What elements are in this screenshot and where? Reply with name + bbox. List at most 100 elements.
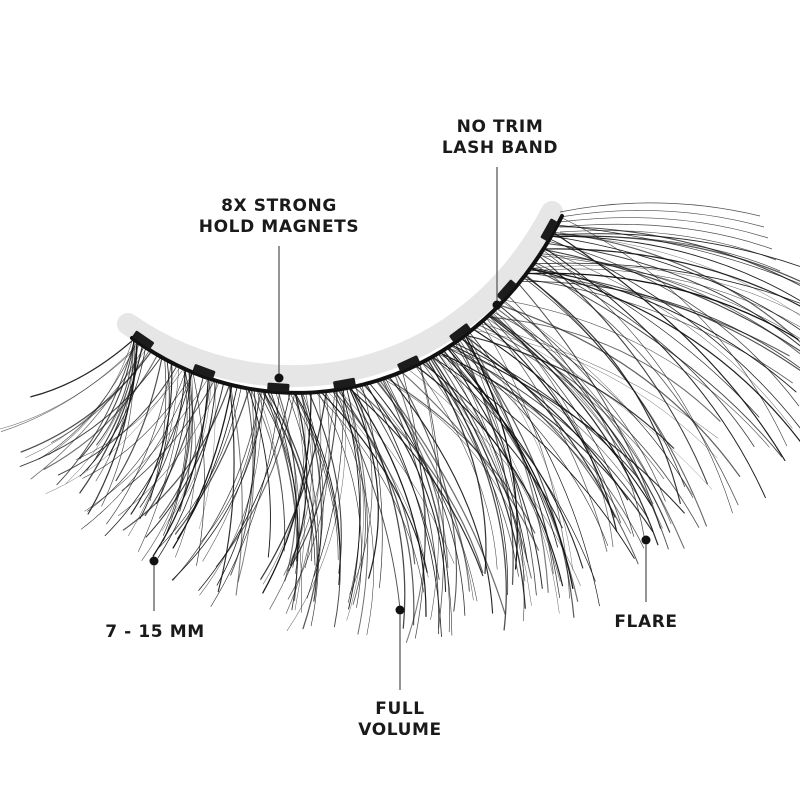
lash-hair bbox=[87, 341, 138, 515]
lash-hair bbox=[262, 392, 306, 585]
lash-hair bbox=[452, 344, 609, 546]
lash-hair bbox=[547, 240, 800, 407]
dot-volume bbox=[395, 605, 405, 615]
lash-hair bbox=[530, 267, 797, 393]
lash-hair bbox=[414, 364, 564, 587]
leader-length bbox=[149, 556, 159, 611]
lash-hair bbox=[517, 283, 661, 529]
lash-hair bbox=[248, 388, 271, 558]
label-flare: FLARE bbox=[614, 612, 678, 632]
lash-hair bbox=[468, 331, 600, 607]
lash-hair bbox=[149, 358, 167, 502]
label-magnets-line1: 8X STRONG bbox=[221, 196, 337, 216]
lash-hair bbox=[144, 375, 204, 517]
leader-flare bbox=[641, 535, 651, 602]
lash-hair bbox=[523, 277, 686, 488]
lash-hair bbox=[285, 391, 322, 614]
magnet bbox=[496, 279, 517, 301]
lash-hair bbox=[463, 335, 616, 518]
lash-hair bbox=[82, 372, 194, 479]
lash-hair bbox=[439, 351, 584, 569]
lash-hair bbox=[43, 354, 159, 470]
lash-hair bbox=[485, 317, 608, 552]
lash-hair bbox=[480, 321, 570, 599]
lash-hair bbox=[474, 326, 665, 479]
lash-hair bbox=[300, 392, 314, 569]
lash-hair bbox=[199, 390, 262, 596]
lash-hair bbox=[524, 275, 681, 504]
lash-hair bbox=[335, 389, 366, 605]
lash-hair bbox=[84, 377, 209, 512]
lash-hair bbox=[260, 390, 328, 580]
label-strong-magnets: 8X STRONG HOLD MAGNETS bbox=[168, 196, 390, 238]
lash-hair bbox=[289, 392, 339, 560]
lash-hair bbox=[20, 350, 153, 453]
lash-hair bbox=[534, 261, 755, 447]
lash-hair bbox=[86, 345, 144, 471]
lash-hair bbox=[283, 392, 313, 576]
lash-hair bbox=[385, 377, 536, 534]
leader-magnets bbox=[274, 246, 284, 383]
lash-hair bbox=[342, 388, 364, 621]
lash-hair bbox=[414, 365, 498, 570]
lash-hair bbox=[492, 311, 694, 498]
lash-hair bbox=[230, 387, 254, 576]
lash-hair bbox=[369, 382, 478, 602]
leader-no-trim bbox=[492, 167, 502, 310]
lash-hair bbox=[552, 231, 800, 343]
lash-hair bbox=[267, 391, 302, 613]
lash-hair bbox=[555, 226, 800, 287]
lash-hair bbox=[174, 388, 250, 535]
magnet bbox=[540, 218, 558, 241]
lash-hair bbox=[538, 255, 800, 339]
lash-hair bbox=[539, 254, 760, 418]
lash-hair bbox=[525, 272, 799, 340]
lash-hair bbox=[350, 386, 406, 629]
lash-hair bbox=[530, 267, 783, 458]
lash-hair bbox=[324, 391, 374, 636]
lash-hair bbox=[128, 366, 180, 537]
lash-hair bbox=[106, 362, 172, 525]
magnets bbox=[132, 218, 558, 392]
lash-hair bbox=[168, 380, 216, 521]
lash-hair bbox=[302, 392, 324, 599]
lash-hair bbox=[263, 390, 316, 566]
lash-hair bbox=[172, 390, 262, 581]
lash-hair bbox=[56, 339, 136, 486]
label-no-trim-lash-band: NO TRIM LASH BAND bbox=[420, 117, 580, 159]
lash-hair bbox=[163, 368, 188, 536]
dot-length bbox=[149, 556, 159, 566]
lash-band-shadow bbox=[117, 201, 563, 387]
lash-hair bbox=[362, 384, 474, 601]
lash-hair bbox=[491, 311, 635, 537]
lash-hair bbox=[317, 391, 362, 608]
lash-hair bbox=[171, 390, 266, 581]
lash-hair bbox=[419, 362, 445, 629]
lash-hair bbox=[293, 392, 341, 628]
lash-hair bbox=[358, 385, 440, 580]
lash-hair bbox=[498, 304, 741, 477]
lash-hair bbox=[346, 387, 361, 603]
lash-hair bbox=[454, 342, 640, 481]
lash-hair bbox=[471, 329, 718, 459]
lash-hair bbox=[338, 389, 455, 564]
lash-hair bbox=[217, 383, 235, 593]
lash-hair bbox=[315, 391, 425, 593]
dot-no-trim bbox=[492, 300, 502, 310]
lash-hair bbox=[551, 233, 800, 267]
lash-hair bbox=[559, 236, 781, 272]
lash-hair bbox=[229, 384, 243, 596]
leader-volume bbox=[395, 605, 405, 690]
lash-hair bbox=[175, 368, 197, 558]
lash-hair bbox=[466, 333, 574, 571]
lash-hair bbox=[489, 314, 671, 533]
lash-hair bbox=[437, 353, 560, 614]
lash-hair bbox=[463, 336, 525, 622]
lash-hair bbox=[115, 356, 163, 482]
lash-hair bbox=[363, 383, 447, 593]
lash-hair bbox=[257, 389, 299, 562]
lash-hair bbox=[507, 295, 645, 539]
lash-hair bbox=[519, 280, 800, 369]
lash-hair bbox=[450, 344, 639, 565]
